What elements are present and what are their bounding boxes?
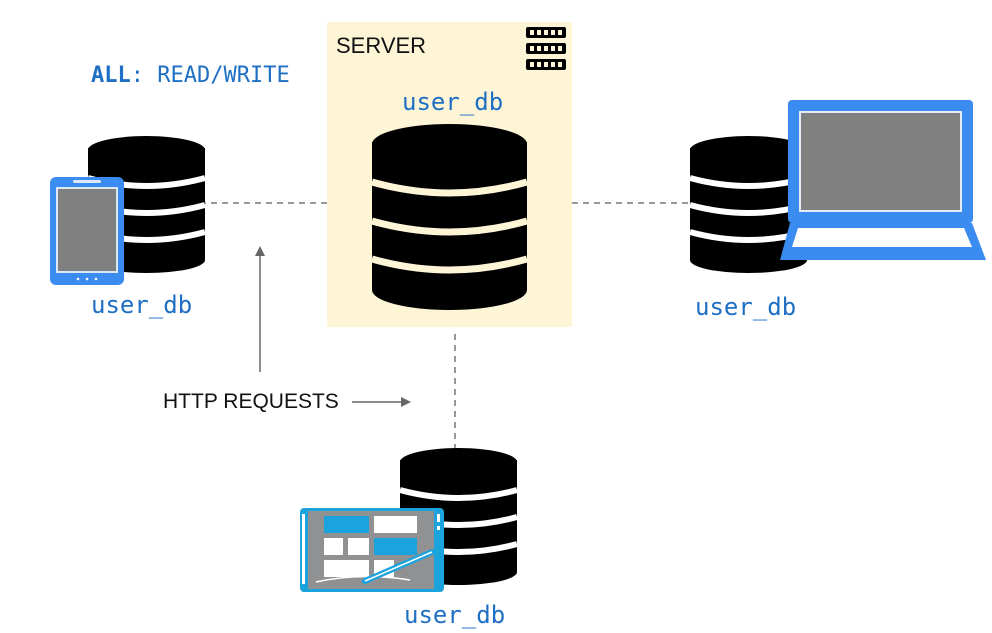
phone-db-label: user_db: [91, 291, 193, 319]
access-scope: ALL: [91, 63, 131, 88]
http-requests-label: HTTP REQUESTS: [163, 390, 339, 413]
access-mode: READ/WRITE: [157, 63, 290, 88]
server-database-icon: [371, 124, 528, 310]
server-title: SERVER: [336, 33, 427, 58]
access-separator: :: [130, 63, 144, 88]
server-rack-icon: [526, 27, 566, 70]
server-db-label: user_db: [402, 88, 504, 116]
laptop-db-label: user_db: [695, 293, 797, 321]
arrow-up-icon: [255, 246, 265, 372]
access-mode-label: ALL: READ/WRITE: [91, 63, 290, 88]
stylus-icon: [362, 549, 435, 584]
tablet-db-label: user_db: [404, 601, 506, 629]
arrow-right-icon: [352, 397, 411, 407]
tablet-icon: [300, 508, 444, 592]
smartphone-icon: [50, 177, 124, 285]
laptop-icon: [780, 100, 986, 260]
